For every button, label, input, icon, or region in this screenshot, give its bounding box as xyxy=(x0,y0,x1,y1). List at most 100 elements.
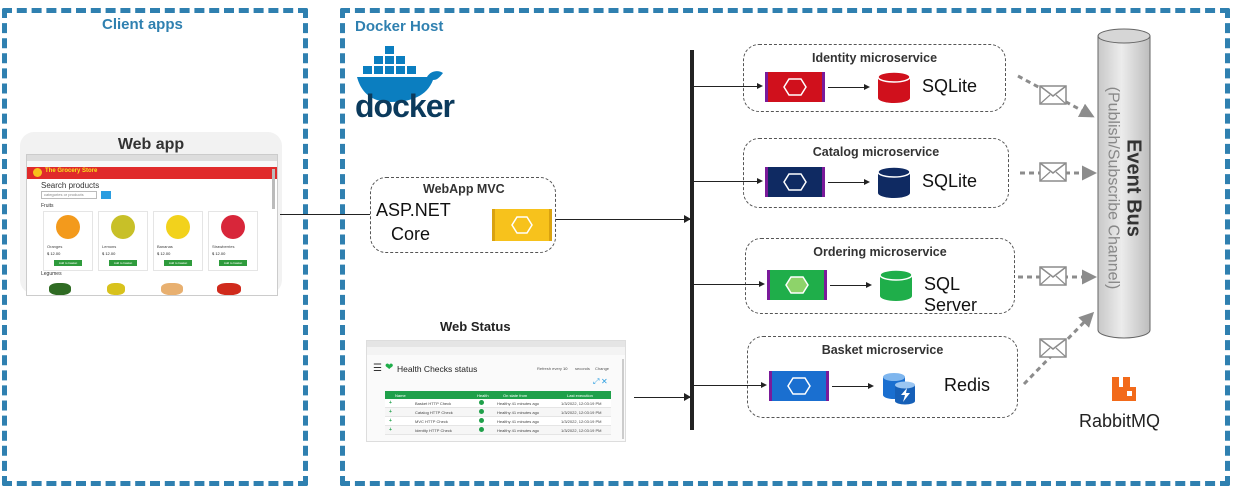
add-to-basket-button[interactable]: Add to basket xyxy=(219,260,247,266)
health-check-state: Healthy 41 minutes ago xyxy=(497,419,540,424)
container-to-db-arrow xyxy=(828,179,870,185)
product-image xyxy=(111,215,135,239)
arrowhead xyxy=(866,282,872,288)
add-to-basket-button[interactable]: Add to basket xyxy=(109,260,137,266)
change-button[interactable]: Change xyxy=(595,366,610,371)
product-image xyxy=(166,215,190,239)
close-icon[interactable]: ✕ xyxy=(601,377,608,386)
container-icon xyxy=(765,167,825,197)
health-check-last-execution: 1/3/2022, 12:03:19 PM xyxy=(561,401,602,406)
refresh-unit: seconds xyxy=(575,366,590,371)
arrowhead xyxy=(864,84,870,90)
legume-image xyxy=(217,283,241,295)
microservice-title: Identity microservice xyxy=(811,51,938,65)
expand-icon[interactable]: ⤢ xyxy=(593,377,600,386)
webapp-mvc-line2: Core xyxy=(391,224,431,244)
database-icon xyxy=(877,166,911,198)
scrollbar[interactable] xyxy=(272,169,275,209)
webapp-to-mvc-connector xyxy=(280,214,372,215)
refresh-label: Refresh every xyxy=(537,366,562,371)
menu-icon[interactable]: ☰ xyxy=(373,363,382,374)
health-check-last-execution: 1/3/2022, 12:03:19 PM xyxy=(561,410,602,415)
add-to-basket-button[interactable]: Add to basket xyxy=(54,260,82,266)
store-search-input[interactable]: categories or products xyxy=(41,191,97,199)
healthy-check-icon xyxy=(479,409,484,414)
expand-row-icon[interactable]: + xyxy=(389,409,392,415)
bus-to-basket-connector xyxy=(694,382,767,388)
add-to-basket-button[interactable]: Add to basket xyxy=(164,260,192,266)
health-check-state: Healthy 41 minutes ago xyxy=(497,428,540,433)
store-heading: Search products xyxy=(41,181,100,190)
webapp-mvc-container-icon xyxy=(491,208,553,242)
bus-to-identity-connector xyxy=(694,83,763,89)
container-to-db-arrow xyxy=(832,383,874,389)
health-table-column-header: Health xyxy=(477,393,489,398)
rabbitmq-label: RabbitMQ xyxy=(1079,411,1161,431)
arrowhead xyxy=(761,382,767,388)
section-fruits: Fruits xyxy=(41,203,54,209)
health-check-last-execution: 1/3/2022, 12:03:19 PM xyxy=(561,419,602,424)
microservice-title: Basket microservice xyxy=(821,343,944,357)
expand-row-icon[interactable]: + xyxy=(389,418,392,424)
database-label: SQL Server xyxy=(924,274,978,315)
store-search-button[interactable] xyxy=(101,191,111,199)
product-price: $ 12.00 xyxy=(47,251,61,256)
health-table-row[interactable]: + Identity HTTP Check Healthy 41 minutes a… xyxy=(385,426,611,435)
refresh-value-input[interactable]: 10 xyxy=(563,366,568,371)
webapp-mvc-title: WebApp MVC xyxy=(423,182,505,196)
product-image xyxy=(56,215,80,239)
arrowhead xyxy=(759,281,765,287)
docker-whale-icon xyxy=(357,46,443,102)
client-apps-title: Client apps xyxy=(102,16,183,33)
section-legumes: Legumes xyxy=(41,271,62,277)
mvc-to-bus-arrowhead xyxy=(684,215,691,223)
legume-image xyxy=(161,283,183,295)
event-bus-cylinder-icon xyxy=(1097,28,1151,339)
docker-host-zone xyxy=(340,8,1230,486)
store-logo-icon xyxy=(33,168,42,177)
container-icon xyxy=(765,72,825,102)
web-app-card: Web app The Grocery Store Search product… xyxy=(20,132,282,296)
scrollbar[interactable] xyxy=(622,359,624,439)
browser-addressbar xyxy=(27,161,277,167)
browser-tabbar xyxy=(367,341,625,347)
arrowhead xyxy=(864,179,870,185)
product-image xyxy=(221,215,245,239)
health-table-column-header: On state from xyxy=(503,393,528,398)
container-to-db-arrow xyxy=(828,84,870,90)
health-check-last-execution: 1/3/2022, 12:03:19 PM xyxy=(561,428,602,433)
expand-row-icon[interactable]: + xyxy=(389,400,392,406)
health-table-column-header: Last execution xyxy=(567,393,593,398)
product-price: $ 12.00 xyxy=(102,251,116,256)
health-check-name: Identity HTTP Check xyxy=(415,428,452,433)
legume-image xyxy=(49,283,71,295)
health-check-state: Healthy 41 minutes ago xyxy=(497,401,540,406)
arrowhead xyxy=(868,383,874,389)
microservice-title: Catalog microservice xyxy=(812,145,940,159)
rabbitmq-logo-icon xyxy=(1110,375,1138,403)
store-brand: The Grocery Store xyxy=(45,168,98,174)
product-name: Strawberries xyxy=(212,244,235,249)
expand-row-icon[interactable]: + xyxy=(389,427,392,433)
product-name: Lemons xyxy=(102,244,117,249)
database-label: SQLite xyxy=(922,171,978,191)
mvc-to-bus-connector xyxy=(556,219,690,220)
health-table-column-header: Name xyxy=(395,393,406,398)
product-price: $ 12.00 xyxy=(157,251,171,256)
docker-host-title: Docker Host xyxy=(355,18,444,35)
web-app-screenshot: The Grocery Store Search products catego… xyxy=(26,154,278,296)
browser-addressbar xyxy=(367,347,625,355)
web-status-title: Web Status xyxy=(440,319,511,334)
database-label: Redis xyxy=(944,375,991,395)
web-app-title: Web app xyxy=(117,136,185,153)
healthy-check-icon xyxy=(479,400,484,405)
